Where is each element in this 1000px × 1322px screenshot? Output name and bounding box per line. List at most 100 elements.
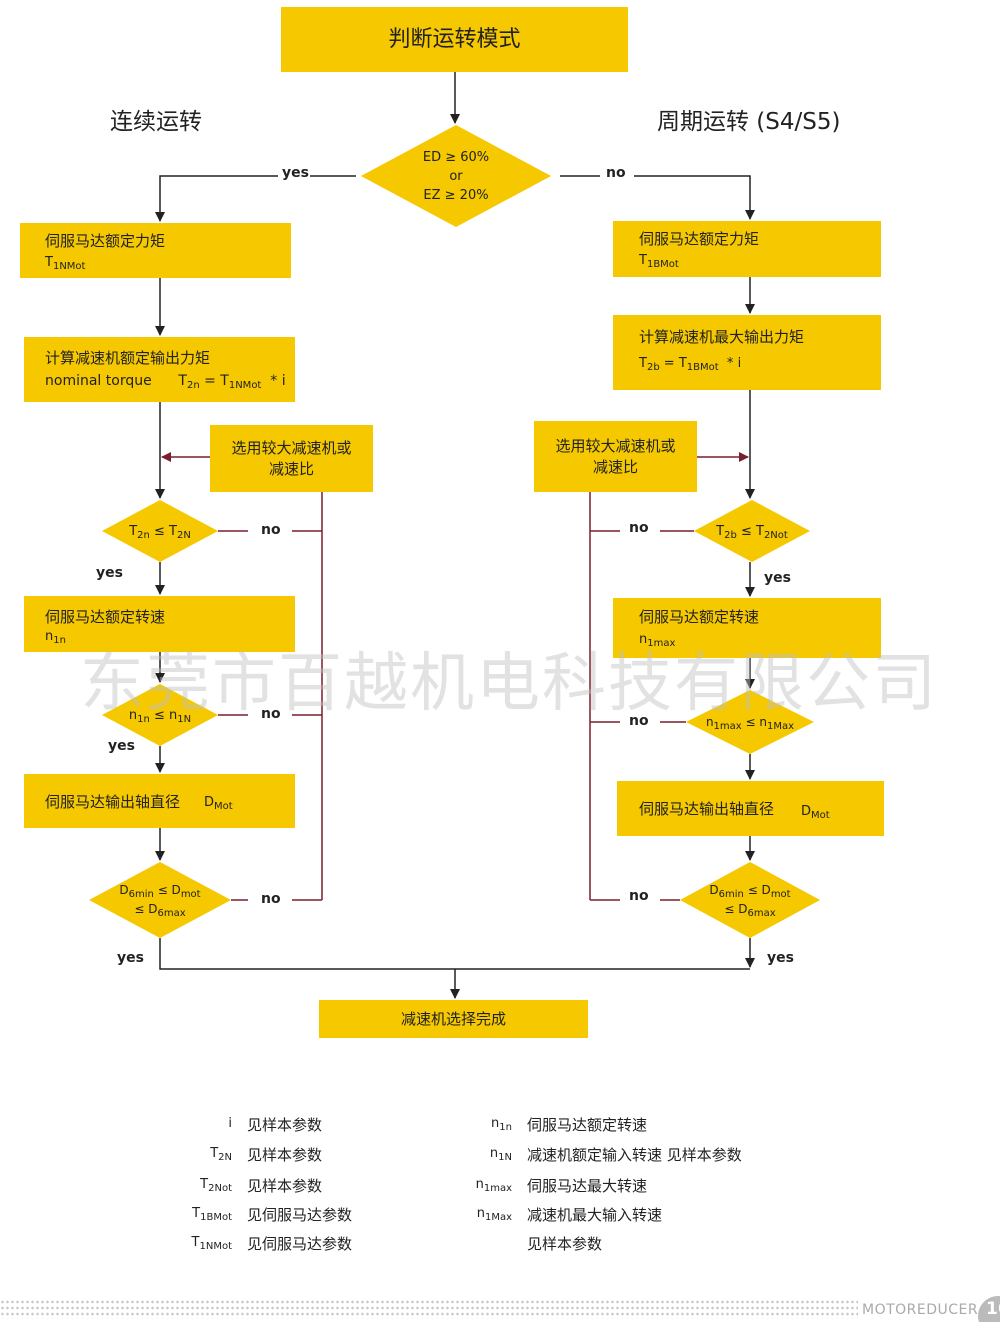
subscript: 1NMot (228, 380, 262, 391)
box-text: 伺服马达输出轴直径 (45, 793, 181, 811)
right-shaft-diameter-box: 伺服马达输出轴直径 DMot (617, 781, 884, 836)
right-torque-decision: T2b ≤ T2Not (694, 500, 810, 562)
subscript: 6max (747, 908, 776, 919)
symbol-text: T (192, 1206, 201, 1221)
box-formula: T1BMot (639, 250, 679, 271)
box-text: 减速机选择完成 (400, 1009, 506, 1028)
yes-label: yes (108, 738, 135, 754)
subscript: 2n (186, 380, 200, 391)
symbol-text: n (476, 1206, 485, 1221)
subscript: 1max (647, 638, 676, 649)
symbol-text: T (191, 1235, 200, 1250)
no-label: no (629, 713, 649, 729)
symbol-text: D (801, 804, 812, 819)
subscript: 1max (713, 720, 742, 732)
symbol-text: n (705, 714, 714, 729)
symbol-text: nominal torque T (45, 373, 187, 389)
legend-symbol: T2N (120, 1146, 232, 1163)
legend-text: 伺服马达额定转速 (527, 1116, 648, 1134)
right-rated-torque-box: 伺服马达额定力矩 T1BMot (613, 221, 881, 277)
right-speed-decision: n1max ≤ n1Max (686, 690, 814, 754)
symbol-text: n (639, 632, 648, 647)
box-formula: nominal torque T2n = T1NMot * i (45, 371, 286, 392)
symbol-text: T (200, 1177, 209, 1192)
decision-text: ≤ D6max (709, 900, 790, 919)
symbol-text: n (489, 1146, 499, 1161)
symbol-text: D (204, 795, 215, 810)
symbol-text: T (639, 356, 647, 371)
subscript: 1NMot (52, 261, 86, 272)
symbol-text: ≤ D (134, 902, 158, 916)
symbol-text: i (228, 1116, 232, 1131)
legend-text: 伺服马达最大转速 (527, 1177, 648, 1195)
subscript: 2n (137, 529, 150, 541)
symbol-text: * i (261, 373, 286, 389)
symbol-text: ≤ T (736, 523, 764, 539)
legend-symbol: T2Not (120, 1177, 232, 1194)
legend-symbol: n1N (400, 1146, 512, 1163)
legend-symbol: n1n (400, 1116, 512, 1133)
box-formula: DMot (801, 801, 830, 822)
subscript: 1max (483, 1183, 512, 1194)
left-rated-torque-box: 伺服马达额定力矩 T1NMot (20, 223, 291, 278)
left-speed-decision: n1n ≤ n1N (102, 684, 218, 746)
legend-text: 见样本参数 (247, 1116, 323, 1134)
box-formula: DMot (204, 792, 233, 813)
decision-text: T2b ≤ T2Not (716, 522, 788, 541)
symbol-text: T (210, 1146, 219, 1161)
legend-symbol: i (120, 1116, 232, 1131)
page-number: 16 (978, 1296, 1000, 1322)
footer-dots (0, 1299, 858, 1319)
legend-text: 减速机额定输入转速 见样本参数 (527, 1146, 742, 1164)
left-rated-speed-box: 伺服马达额定转速 n1n (24, 596, 295, 652)
symbol-text: ≤ D (743, 883, 771, 897)
subscript: mot (770, 889, 791, 900)
right-max-output-torque-box: 计算减速机最大输出力矩 T2b = T1BMot * i (613, 315, 881, 390)
box-text: 选用较大减速机或 (231, 438, 352, 457)
title-text: 判断运转模式 (388, 27, 521, 52)
box-text: 伺服马达额定力矩 (639, 230, 760, 248)
box-formula: n1max (639, 629, 675, 650)
box-text: 选用较大减速机或 (555, 436, 676, 455)
subscript: Mot (214, 801, 233, 812)
symbol-text: ≤ T (149, 523, 177, 539)
subscript: 2Not (763, 529, 788, 541)
yes-label: yes (282, 165, 309, 181)
box-text: 减速比 (268, 459, 314, 478)
symbol-text: D (119, 883, 129, 897)
no-label: no (261, 522, 281, 538)
decision-text: ≤ D6max (119, 900, 200, 919)
symbol-text: T (716, 523, 725, 539)
legend-text: 见样本参数 (247, 1177, 323, 1195)
no-label: no (261, 706, 281, 722)
box-text: 计算减速机最大输出力矩 (639, 328, 805, 346)
yes-label: yes (767, 950, 794, 966)
box-text: 伺服马达额定转速 (45, 608, 166, 626)
right-diameter-decision: D6min ≤ Dmot≤ D6max (680, 862, 820, 938)
box-text: 伺服马达输出轴直径 (639, 800, 775, 818)
no-label: no (629, 888, 649, 904)
subscript: 6max (157, 908, 186, 919)
decision-text: n1n ≤ n1N (129, 706, 191, 725)
box-formula: n1n (45, 626, 66, 647)
symbol-text: n (491, 1116, 500, 1131)
footer-brand: MOTOREDUCER (862, 1302, 979, 1318)
right-rated-speed-box: 伺服马达额定转速 n1max (613, 598, 881, 658)
legend-symbol: T1NMot (120, 1235, 232, 1252)
decision-line: or (449, 168, 463, 184)
symbol-text: = T (659, 356, 687, 371)
left-diameter-decision: D6min ≤ Dmot≤ D6max (89, 862, 231, 938)
symbol-text: = T (199, 373, 229, 389)
left-torque-decision: T2n ≤ T2N (102, 500, 218, 562)
right-select-larger-box: 选用较大减速机或减速比 (534, 421, 697, 492)
continuous-heading: 连续运转 (110, 109, 202, 135)
subscript: 1NMot (199, 1241, 232, 1252)
subscript: mot (180, 889, 201, 900)
subscript: 2N (218, 1152, 232, 1163)
no-label: no (629, 520, 649, 536)
periodic-heading: 周期运转 (S4/S5) (657, 109, 841, 135)
subscript: 1Max (767, 720, 795, 732)
